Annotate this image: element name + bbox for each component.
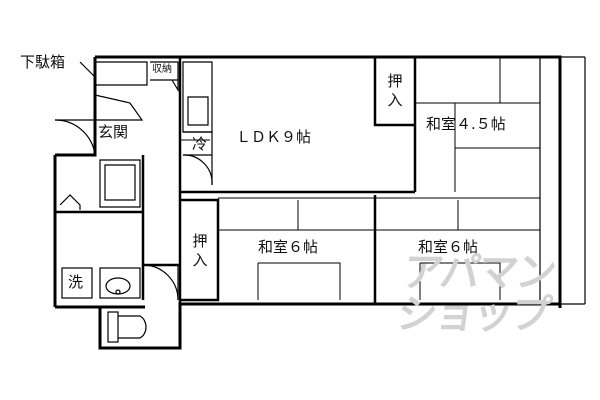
tatami-lines bbox=[218, 57, 540, 304]
entry-fixtures bbox=[54, 61, 179, 156]
interior-walls bbox=[55, 57, 415, 348]
oshiire-top-label: 押入 bbox=[387, 72, 403, 109]
kitchen bbox=[182, 61, 213, 186]
washer-label: 洗 bbox=[68, 273, 84, 291]
balcony bbox=[539, 56, 586, 305]
closets bbox=[180, 57, 417, 302]
washitsu-45-label: 和室４.５帖 bbox=[426, 115, 506, 133]
watermark: アパマン ショップ bbox=[393, 250, 558, 338]
toilet bbox=[107, 311, 147, 343]
door-swings bbox=[180, 125, 416, 160]
washitsu-6-right-label: 和室６帖 bbox=[418, 238, 479, 256]
fridge-label: 冷 bbox=[192, 135, 208, 153]
washroom bbox=[61, 264, 179, 301]
shoe-box-label: 下駄箱 bbox=[20, 53, 66, 71]
washitsu-6-left-label: 和室６帖 bbox=[258, 238, 319, 256]
bath bbox=[59, 159, 141, 210]
genkan-label: 玄関 bbox=[98, 123, 129, 141]
watermark-line1: アパマン bbox=[399, 250, 558, 296]
ldk-label: ＬＤＫ９帖 bbox=[236, 128, 312, 146]
watermark-line2: ショップ bbox=[393, 292, 553, 338]
oshiire-mid-label: 押入 bbox=[192, 232, 208, 269]
storage-label: 収納 bbox=[152, 64, 172, 75]
